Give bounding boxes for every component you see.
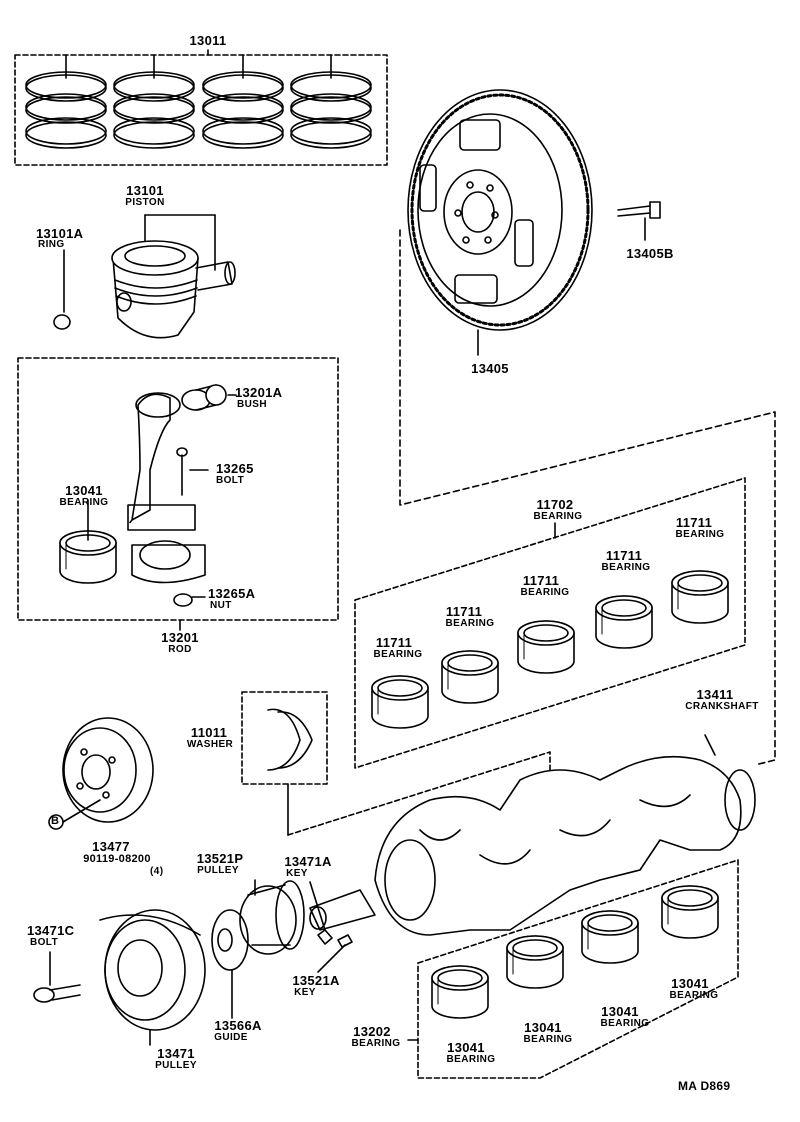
guide-label: 13566A [214,1018,262,1033]
pulley-name: PULLEY [155,1060,197,1071]
washer-label: 11011 [190,725,228,740]
rings-label: 13011 [189,33,227,48]
main-bearing-box [354,477,746,769]
nut-drawing [173,593,206,607]
damper-sub-label: 90119-08200 [83,853,151,865]
bolt-name: BOLT [30,937,59,948]
piston-name: PISTON [125,197,165,208]
rod-nut-name: NUT [210,600,232,611]
pulley-bolt-drawing [33,951,81,1003]
main-bearing-5-name: BEARING [675,529,725,540]
washer-box [241,691,328,785]
main-bearing-4-drawing [595,595,653,649]
rod-label: 13201 [161,630,199,645]
thrust-washer-drawing [267,708,551,836]
bolt-label: 13471C [27,923,75,938]
main-bearing-1-drawing [371,675,429,729]
washer-name: WASHER [186,739,234,750]
damper-marker: B [51,815,60,827]
rod-name: ROD [168,644,192,655]
ring-set-box [14,49,388,166]
conrod-bearing-2-name: BEARING [523,1034,573,1045]
piston-ring-name: RING [38,239,65,250]
conrod-bearing-2-drawing [506,935,564,989]
pulley-label: 13471 [157,1046,195,1061]
bush-label: 13201A [235,385,283,400]
rod-nut-label: 13265A [208,586,256,601]
main-bearing-3-drawing [517,620,575,674]
key-a-label: 13471A [284,854,332,869]
main-bearing-2-label: 11711 [445,604,483,619]
piston-ring-label: 13101A [36,226,84,241]
conrod-bearing-4-drawing [661,885,719,939]
crankshaft-label: 13411 [696,687,734,702]
crank-pulley-name: PULLEY [197,865,239,876]
piston-rings-1 [25,71,107,149]
conrod-bearing-set-name: BEARING [351,1038,401,1049]
guide-name: GUIDE [214,1032,248,1043]
main-bearing-3-label: 11711 [522,573,560,588]
rod-bolt-label: 13265 [216,461,254,476]
flywheel-drawing [407,89,593,356]
main-bearing-3-name: BEARING [520,587,570,598]
main-bearing-2-drawing [441,650,499,704]
conrod-bearing-1-label: 13041 [447,1040,485,1055]
pulley-drawing [99,909,206,1046]
piston-rings-2 [113,71,195,149]
crankshaft-drawing [309,734,756,936]
crank-pulley-drawing [239,879,305,955]
rod-bearing-label: 13041 [65,483,103,498]
rod-bearing-name: BEARING [59,497,109,508]
flywheel-label: 13405 [471,361,509,376]
main-bearing-set-label: 11702 [536,497,574,512]
conrod-bearing-3-drawing [581,910,639,964]
main-bearing-4-label: 11711 [605,548,643,563]
flywheel-bolt-label: 13405B [626,246,674,261]
piston-drawing [111,214,236,339]
rod-bolt-name: BOLT [216,475,245,486]
conrod-bearing-2-label: 13041 [524,1020,562,1035]
flywheel-dash [399,229,776,766]
flywheel-bolt-drawing [617,201,661,241]
main-bearing-2-name: BEARING [445,618,495,629]
damper-qty: (4) [150,866,164,877]
conrod-bearing-3-name: BEARING [600,1018,650,1029]
main-bearing-1-name: BEARING [373,649,423,660]
piston-label: 13101 [126,183,164,198]
conrod-bearing-3-label: 13041 [601,1004,639,1019]
conrod-bearing-box [417,859,739,1079]
key-a-name: KEY [286,868,308,879]
key-b-label: 13521A [292,973,340,988]
bush-name: BUSH [237,399,267,410]
damper-drawing [48,717,154,830]
main-bearing-5-label: 11711 [675,515,713,530]
piston-rings-4 [290,71,372,149]
conrod-drawing [127,392,209,584]
diagram-code: MA D869 [678,1079,731,1093]
main-bearing-5-drawing [671,570,729,624]
main-bearing-4-name: BEARING [601,562,651,573]
conrod-bearing-1-drawing [431,965,489,1019]
piston-rings-3 [202,71,284,149]
key-b-name: KEY [294,987,316,998]
main-bearing-set-name: BEARING [533,511,583,522]
crankshaft-name: CRANKSHAFT [685,701,759,712]
keys-drawing [309,881,353,973]
conrod-bearing-1-name: BEARING [446,1054,496,1065]
rod-box [17,357,339,621]
damper-label: 13477 [92,839,130,854]
crank-pulley-label: 13521P [196,851,244,866]
conrod-bearing-4-name: BEARING [669,990,719,1001]
snap-ring [53,249,71,330]
bush-drawing [181,384,237,411]
conrod-bearing-set-label: 13202 [353,1024,391,1039]
rod-bearing-drawing [59,499,117,584]
conrod-bearing-4-label: 13041 [671,976,709,991]
main-bearing-1-label: 11711 [375,635,413,650]
guide-drawing [211,909,249,1019]
